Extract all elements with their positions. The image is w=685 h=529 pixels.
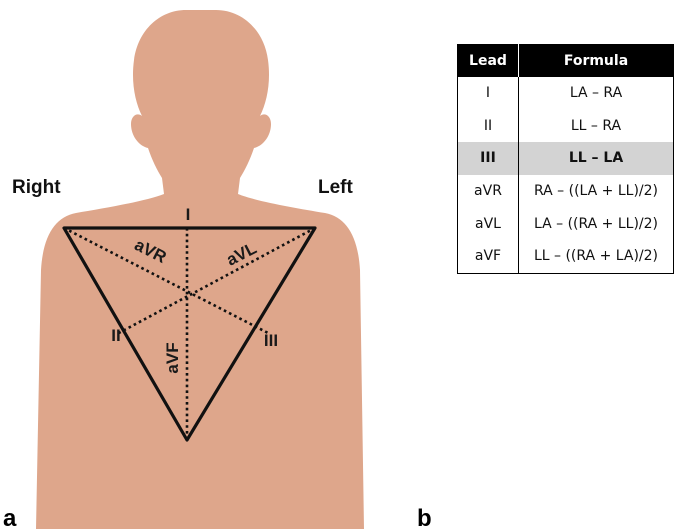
lead-cell: aVL (457, 207, 519, 240)
formula-cell: RA – ((LA + LL)/2) (533, 183, 659, 200)
lead-cell: aVR (457, 174, 519, 208)
lead-avf-label: aVF (163, 342, 182, 373)
table-row-highlighted: III LL – LA (457, 142, 674, 175)
table-row: aVF LL – ((RA + LA)/2) (457, 239, 674, 274)
table-row: aVL LA – ((RA + LL)/2) (457, 207, 674, 240)
lead-formula-table: Lead Formula I LA – RA II LL – RA III LL… (457, 44, 674, 274)
lead-column-header: Lead (457, 44, 519, 77)
table-row: I LA – RA (457, 77, 674, 110)
avr-axis-line (63, 226, 271, 336)
formula-cell: LA – RA (569, 85, 623, 102)
lead-cell: I (457, 77, 519, 110)
table-row: aVR RA – ((LA + LL)/2) (457, 174, 674, 208)
panel-b-label: b (417, 505, 432, 529)
torso-silhouette (36, 10, 364, 529)
table-row: II LL – RA (457, 109, 674, 143)
lead-i-label: I (186, 205, 191, 224)
table-header-row: Lead Formula (457, 44, 674, 77)
einthoven-triangle (62, 226, 317, 442)
lead-cell: II (457, 109, 519, 143)
right-side-label: Right (12, 177, 61, 198)
formula-cell: LA – ((RA + LL)/2) (533, 215, 659, 232)
formula-cell: LL – RA (570, 117, 622, 134)
lead-ii-label: II (111, 326, 120, 345)
avl-axis-line (116, 226, 316, 336)
formula-column-header: Formula (518, 44, 674, 77)
lead-cell: aVF (457, 239, 519, 274)
lead-iii-label: III (264, 331, 278, 350)
formula-cell: LL – LA (518, 142, 674, 175)
panel-a-label: a (3, 505, 17, 529)
left-side-label: Left (318, 177, 354, 198)
formula-cell: LL – ((RA + LA)/2) (533, 248, 659, 265)
lead-cell: III (457, 142, 519, 175)
